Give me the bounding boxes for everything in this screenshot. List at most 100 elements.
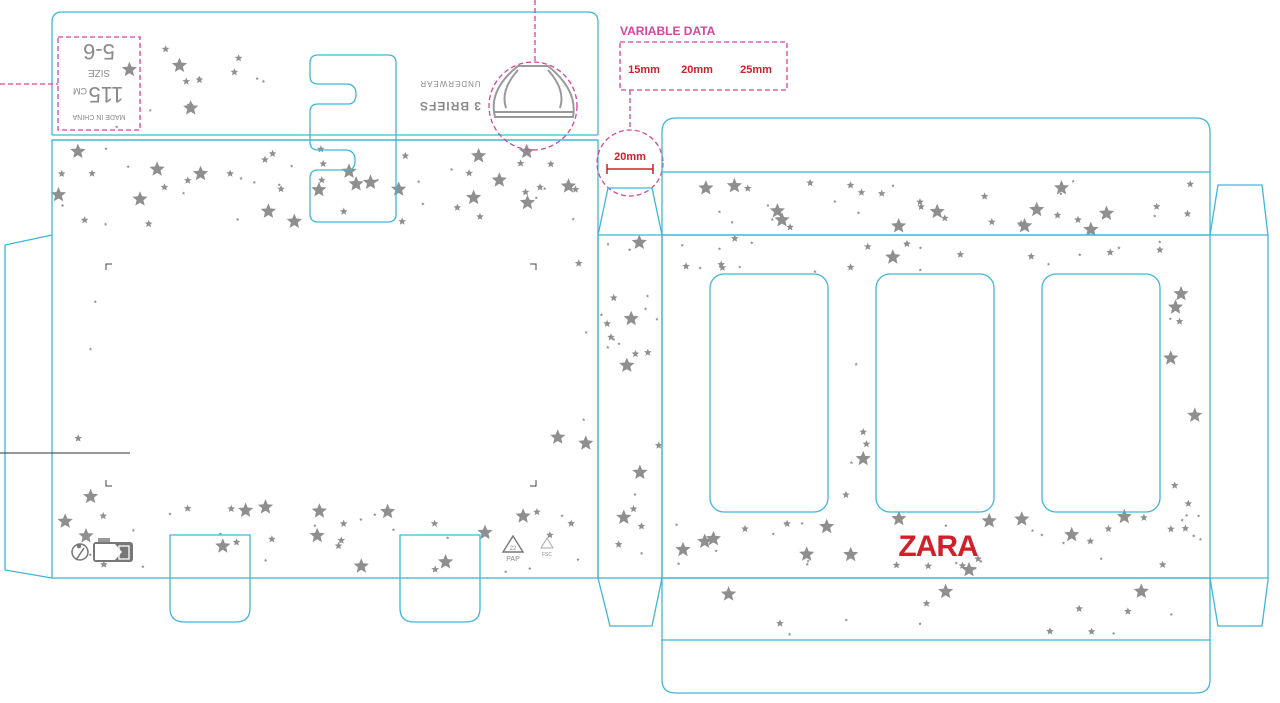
- star-icon: [88, 347, 93, 351]
- star-icon: [877, 189, 886, 197]
- variable-data-box: [619, 41, 788, 91]
- star-icon: [582, 417, 586, 422]
- star-icon: [1083, 221, 1099, 236]
- star-icon: [944, 523, 948, 528]
- star-pattern: [50, 45, 1203, 636]
- top-panel: [661, 171, 1211, 236]
- star-icon: [373, 512, 377, 517]
- star-icon: [1116, 508, 1132, 524]
- star-icon: [341, 163, 357, 178]
- measure-line: [606, 164, 654, 174]
- star-icon: [83, 488, 99, 504]
- pap-label: PAP: [506, 556, 520, 563]
- product-name: 3 BRIEFS: [419, 99, 481, 113]
- star-icon: [57, 513, 73, 528]
- star-icon: [476, 212, 484, 220]
- recycle-bin-icon: [93, 538, 133, 562]
- star-icon: [1163, 350, 1179, 365]
- window-cutout: [875, 273, 995, 513]
- left-side-flap: [4, 234, 53, 579]
- star-icon: [857, 188, 866, 196]
- star-icon: [504, 569, 508, 574]
- star-icon: [603, 319, 611, 327]
- star-icon: [148, 108, 152, 112]
- star-icon: [391, 181, 407, 196]
- star-icon: [1173, 285, 1189, 301]
- star-icon: [645, 294, 650, 298]
- star-icon: [1156, 245, 1164, 254]
- star-icon: [317, 145, 325, 153]
- star-icon: [787, 632, 792, 636]
- star-icon: [941, 214, 949, 222]
- star-icon: [359, 517, 363, 521]
- star-icon: [741, 524, 749, 533]
- star-icon: [1196, 514, 1201, 518]
- star-icon: [1099, 557, 1103, 561]
- hanger-hook: [309, 54, 397, 223]
- star-icon: [917, 202, 925, 210]
- star-icon: [491, 172, 507, 187]
- star-icon: [892, 561, 901, 569]
- star-icon: [859, 428, 867, 436]
- star-icon: [261, 79, 266, 83]
- star-icon: [311, 181, 327, 197]
- star-icon: [676, 561, 681, 566]
- star-icon: [1053, 211, 1062, 219]
- star-icon: [849, 460, 854, 465]
- star-icon: [1061, 541, 1066, 545]
- star-icon: [717, 210, 722, 214]
- star-icon: [674, 522, 679, 527]
- star-icon: [132, 191, 148, 206]
- crop-marks: [105, 263, 537, 487]
- star-icon: [609, 293, 618, 302]
- star-icon: [576, 557, 580, 561]
- star-icon: [980, 192, 989, 200]
- star-icon: [750, 241, 754, 245]
- star-icon: [534, 196, 538, 200]
- star-icon: [813, 269, 817, 274]
- star-icon: [182, 77, 191, 85]
- star-icon: [629, 504, 638, 513]
- star-icon: [799, 546, 815, 561]
- star-icon: [533, 508, 541, 516]
- star-icon: [115, 125, 119, 129]
- star-icon: [353, 558, 369, 573]
- star-icon: [238, 502, 254, 517]
- star-icon: [261, 155, 269, 163]
- star-icon: [227, 504, 235, 512]
- star-icon: [1030, 528, 1035, 532]
- star-icon: [584, 330, 588, 334]
- star-icon: [639, 551, 644, 555]
- side-dust-flap-bottom: [597, 577, 663, 627]
- bottom-tab-right: [399, 534, 481, 623]
- star-icon: [103, 222, 108, 226]
- star-icon: [619, 357, 635, 372]
- star-icon: [1152, 202, 1161, 210]
- star-icon: [1040, 533, 1044, 537]
- star-icon: [226, 169, 234, 177]
- variable-option: 25mm: [740, 64, 772, 76]
- star-icon: [805, 562, 809, 566]
- star-icon: [1181, 524, 1190, 532]
- star-icon: [783, 519, 791, 527]
- star-icon: [547, 160, 555, 168]
- star-icon: [1167, 299, 1184, 314]
- star-icon: [70, 143, 86, 158]
- star-icon: [519, 194, 536, 210]
- star-icon: [632, 464, 648, 479]
- star-icon: [431, 565, 439, 573]
- star-icon: [1184, 499, 1193, 507]
- star-icon: [721, 586, 737, 601]
- star-icon: [974, 554, 982, 563]
- star-icon: [375, 178, 380, 182]
- star-icon: [842, 490, 850, 499]
- bottom-tab-left: [169, 534, 251, 623]
- star-icon: [633, 492, 637, 496]
- star-icon: [571, 217, 575, 221]
- star-icon: [643, 307, 648, 311]
- star-icon: [515, 508, 531, 523]
- star-icon: [771, 532, 775, 536]
- star-icon: [319, 159, 327, 167]
- star-icon: [682, 262, 690, 270]
- star-icon: [644, 348, 652, 356]
